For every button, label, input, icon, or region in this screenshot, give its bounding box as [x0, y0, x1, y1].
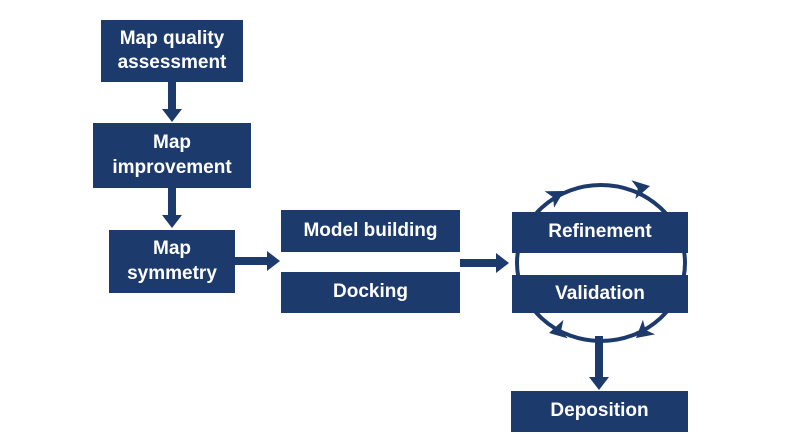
arrowhead-symmetry-to-building	[267, 251, 280, 271]
node-model-building: Model building	[281, 210, 460, 252]
node-validation: Validation	[512, 275, 688, 313]
cycle-arrowhead-top-right	[631, 180, 650, 199]
node-map-quality-assessment: Map quality assessment	[101, 20, 243, 82]
cycle-arrowhead-bottom-right	[636, 319, 656, 338]
arrowhead-improvement-to-symmetry	[162, 215, 182, 228]
node-map-symmetry: Map symmetry	[109, 230, 235, 293]
cycle-arrowhead-bottom-left	[549, 319, 568, 339]
node-deposition: Deposition	[511, 391, 688, 432]
arrowhead-quality-to-improvement	[162, 109, 182, 122]
node-refinement: Refinement	[512, 212, 688, 253]
cycle-arrowhead-top-left	[544, 191, 564, 208]
node-map-improvement: Map improvement	[93, 123, 251, 188]
arrowhead-validation-to-deposition	[589, 377, 609, 390]
arrowhead-building-to-refinement	[496, 253, 509, 273]
node-docking: Docking	[281, 272, 460, 313]
cycle-ellipse	[515, 183, 687, 343]
